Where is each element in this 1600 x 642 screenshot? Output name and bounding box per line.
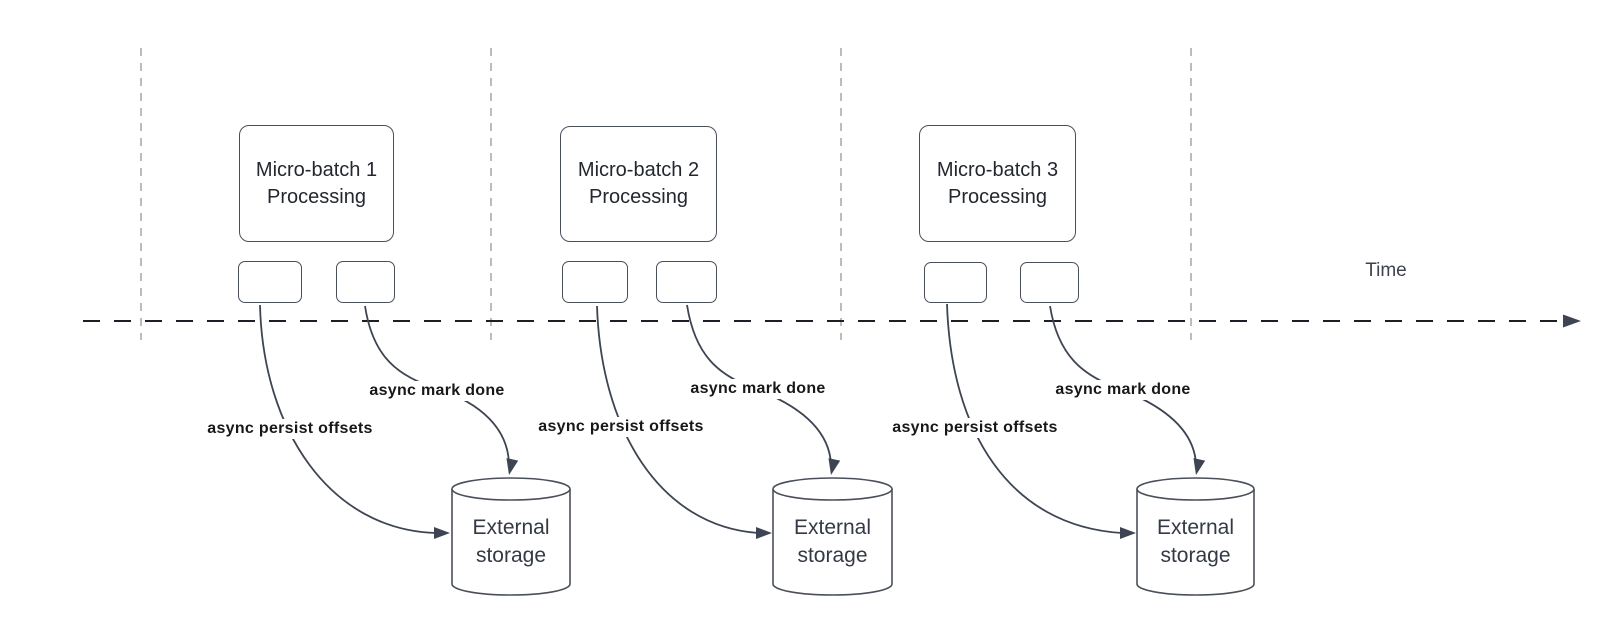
external-storage-cylinder-top: [1136, 477, 1255, 501]
async-mark-done-label: async mark done: [1051, 380, 1195, 400]
async-mark-done-label: async mark done: [686, 379, 830, 399]
small-task-box-left: [924, 262, 987, 303]
processing-box-label-line1: Micro-batch 2: [577, 159, 700, 181]
async-persist-offsets-arrowhead-icon: [434, 527, 450, 539]
external-storage-cylinder-top: [451, 477, 571, 501]
external-storage-label-line2: storage: [475, 543, 547, 567]
async-mark-done-label: async mark done: [365, 381, 509, 401]
external-storage-cylinder: [772, 489, 893, 596]
small-task-box-left: [238, 261, 302, 303]
external-storage-label-line2: storage: [797, 543, 868, 567]
async-persist-offsets-arrow: [259, 304, 437, 534]
external-storage-label: External storage: [1157, 514, 1234, 570]
processing-box-label-line2: Processing: [267, 185, 366, 208]
external-storage-label-line2: storage: [1160, 543, 1231, 567]
micro-batch-1-processing-box: Micro-batch 1 Processing: [239, 125, 394, 242]
small-task-box-right: [656, 261, 717, 303]
async-persist-offsets-arrowhead-icon: [1120, 527, 1136, 539]
external-storage-cylinder-top: [772, 477, 893, 501]
processing-box-label-line1: Micro-batch 1: [255, 158, 378, 181]
async-persist-offsets-arrowhead-icon: [756, 527, 772, 539]
async-persist-offsets-label: async persist offsets: [203, 419, 377, 439]
external-storage-label-line1: External: [793, 515, 872, 539]
async-mark-done-arrowhead-icon: [828, 458, 841, 475]
async-persist-offsets-arrow: [596, 305, 759, 534]
external-storage-label: External storage: [794, 514, 871, 570]
external-storage-label-line1: External: [1156, 515, 1235, 539]
async-persist-offsets-arrow: [946, 303, 1123, 534]
small-task-box-left: [562, 261, 628, 303]
time-axis-label: Time: [1365, 260, 1407, 281]
processing-box-label-line2: Processing: [589, 186, 688, 208]
processing-box-label-line1: Micro-batch 3: [936, 158, 1059, 181]
micro-batch-2-processing-box: Micro-batch 2 Processing: [560, 126, 717, 242]
small-task-box-right: [1020, 262, 1079, 303]
async-mark-done-arrowhead-icon: [506, 458, 519, 475]
processing-box-label-line2: Processing: [948, 185, 1047, 208]
external-storage-cylinder: [1136, 489, 1255, 596]
time-axis-arrowhead-icon: [1563, 314, 1581, 328]
async-mark-done-arrowhead-icon: [1193, 458, 1206, 475]
external-storage-label-line1: External: [472, 515, 550, 539]
external-storage-label: External storage: [472, 514, 549, 570]
small-task-box-right: [336, 261, 395, 303]
async-persist-offsets-label: async persist offsets: [534, 417, 708, 437]
micro-batch-3-processing-box: Micro-batch 3 Processing: [919, 125, 1076, 242]
external-storage-cylinder: [451, 489, 571, 596]
async-persist-offsets-label: async persist offsets: [888, 418, 1062, 438]
